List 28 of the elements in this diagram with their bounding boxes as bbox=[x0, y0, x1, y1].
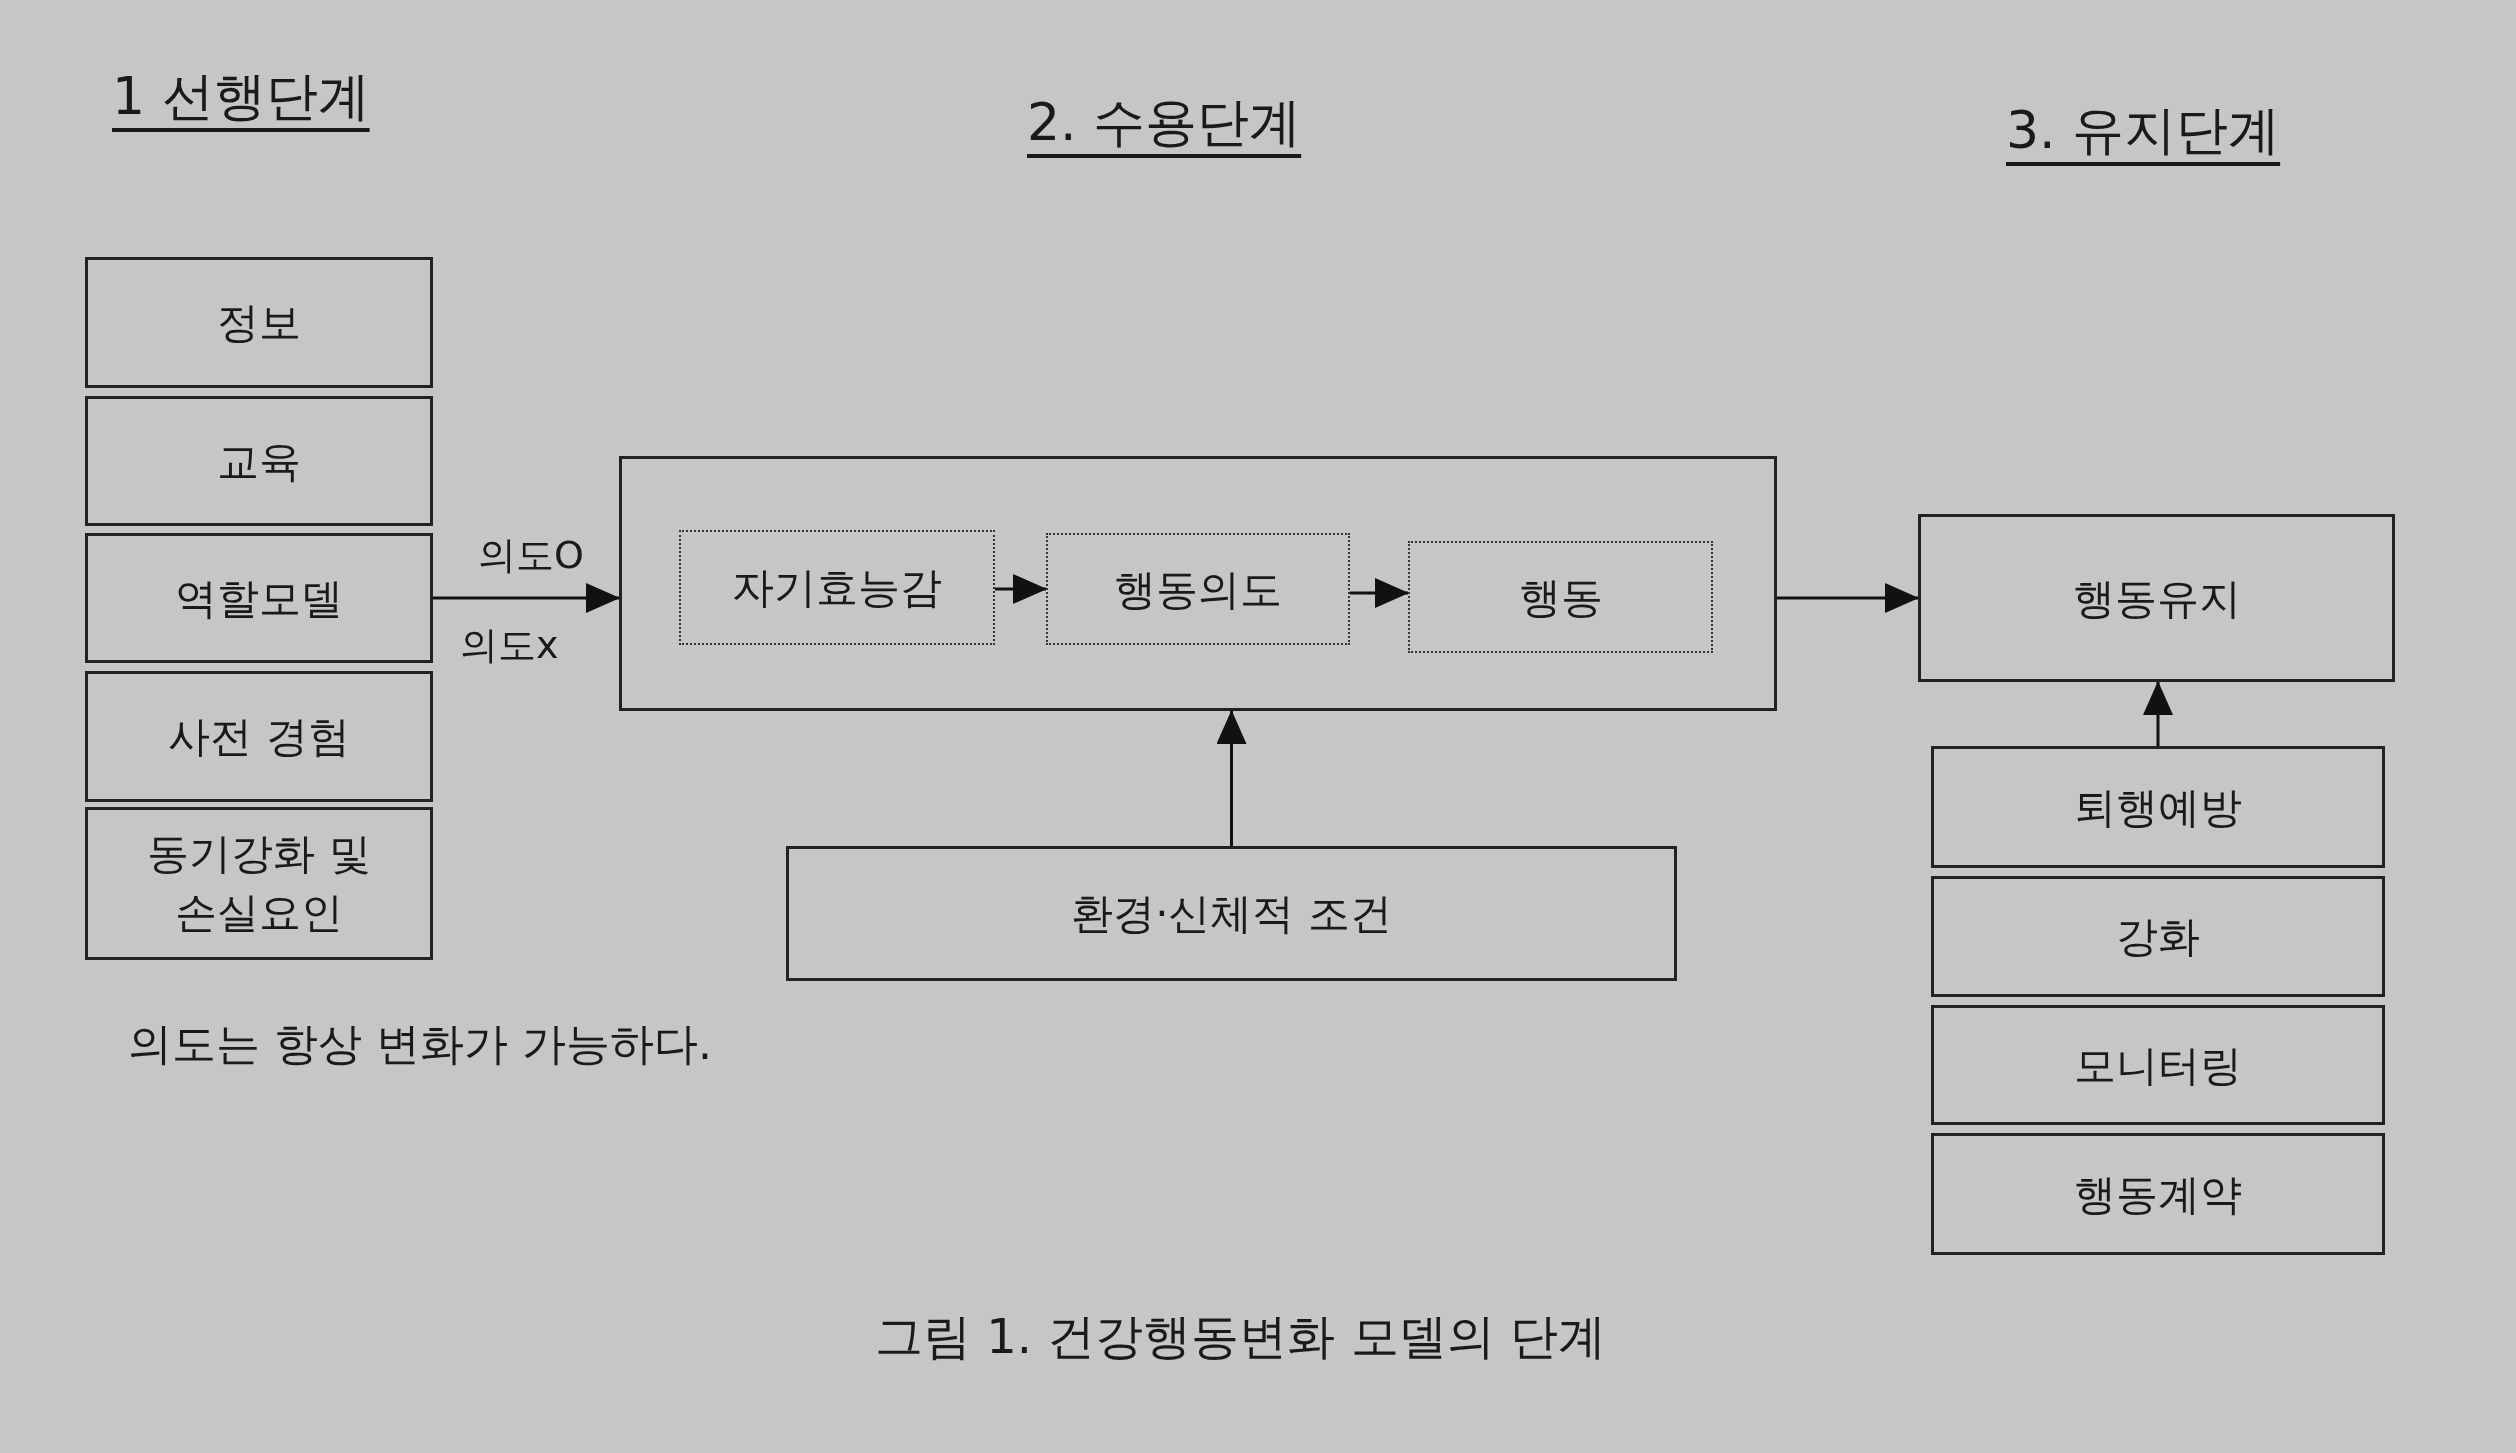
factor-box: 동기강화 및 손실요인 bbox=[85, 807, 433, 960]
process-box: 자기효능감 bbox=[679, 530, 995, 645]
handwritten-note: 의도는 항상 변화가 가능하다. bbox=[128, 1017, 712, 1071]
stage-heading: 3. 유지단계 bbox=[2006, 99, 2281, 162]
stage-box bbox=[619, 456, 1777, 711]
arrow bbox=[1216, 710, 1247, 846]
handwritten-note: 의도x bbox=[460, 622, 559, 669]
factor-box: 퇴행예방 bbox=[1931, 746, 2385, 868]
factor-box: 교육 bbox=[85, 396, 433, 526]
stage-heading: 1 선행단계 bbox=[112, 65, 370, 128]
factor-box: 강화 bbox=[1931, 876, 2385, 997]
condition-box: 환경·신체적 조건 bbox=[786, 846, 1677, 981]
figure-caption: 그림 1. 건강행동변화 모델의 단계 bbox=[875, 1307, 1606, 1366]
handwritten-note: 의도O bbox=[478, 532, 584, 579]
factor-box: 역할모델 bbox=[85, 533, 433, 663]
factor-box: 모니터링 bbox=[1931, 1005, 2385, 1125]
arrow bbox=[1350, 578, 1409, 608]
arrow bbox=[1777, 583, 1919, 613]
factor-box: 사전 경험 bbox=[85, 671, 433, 802]
process-box: 행동 bbox=[1408, 541, 1713, 653]
arrow bbox=[2143, 681, 2173, 746]
process-box: 행동의도 bbox=[1046, 533, 1350, 645]
arrow bbox=[433, 583, 620, 613]
factor-box: 정보 bbox=[85, 257, 433, 388]
arrow bbox=[995, 574, 1047, 604]
outcome-box: 행동유지 bbox=[1918, 514, 2395, 682]
stage-heading: 2. 수용단계 bbox=[1027, 91, 1302, 154]
factor-box: 행동계약 bbox=[1931, 1133, 2385, 1255]
